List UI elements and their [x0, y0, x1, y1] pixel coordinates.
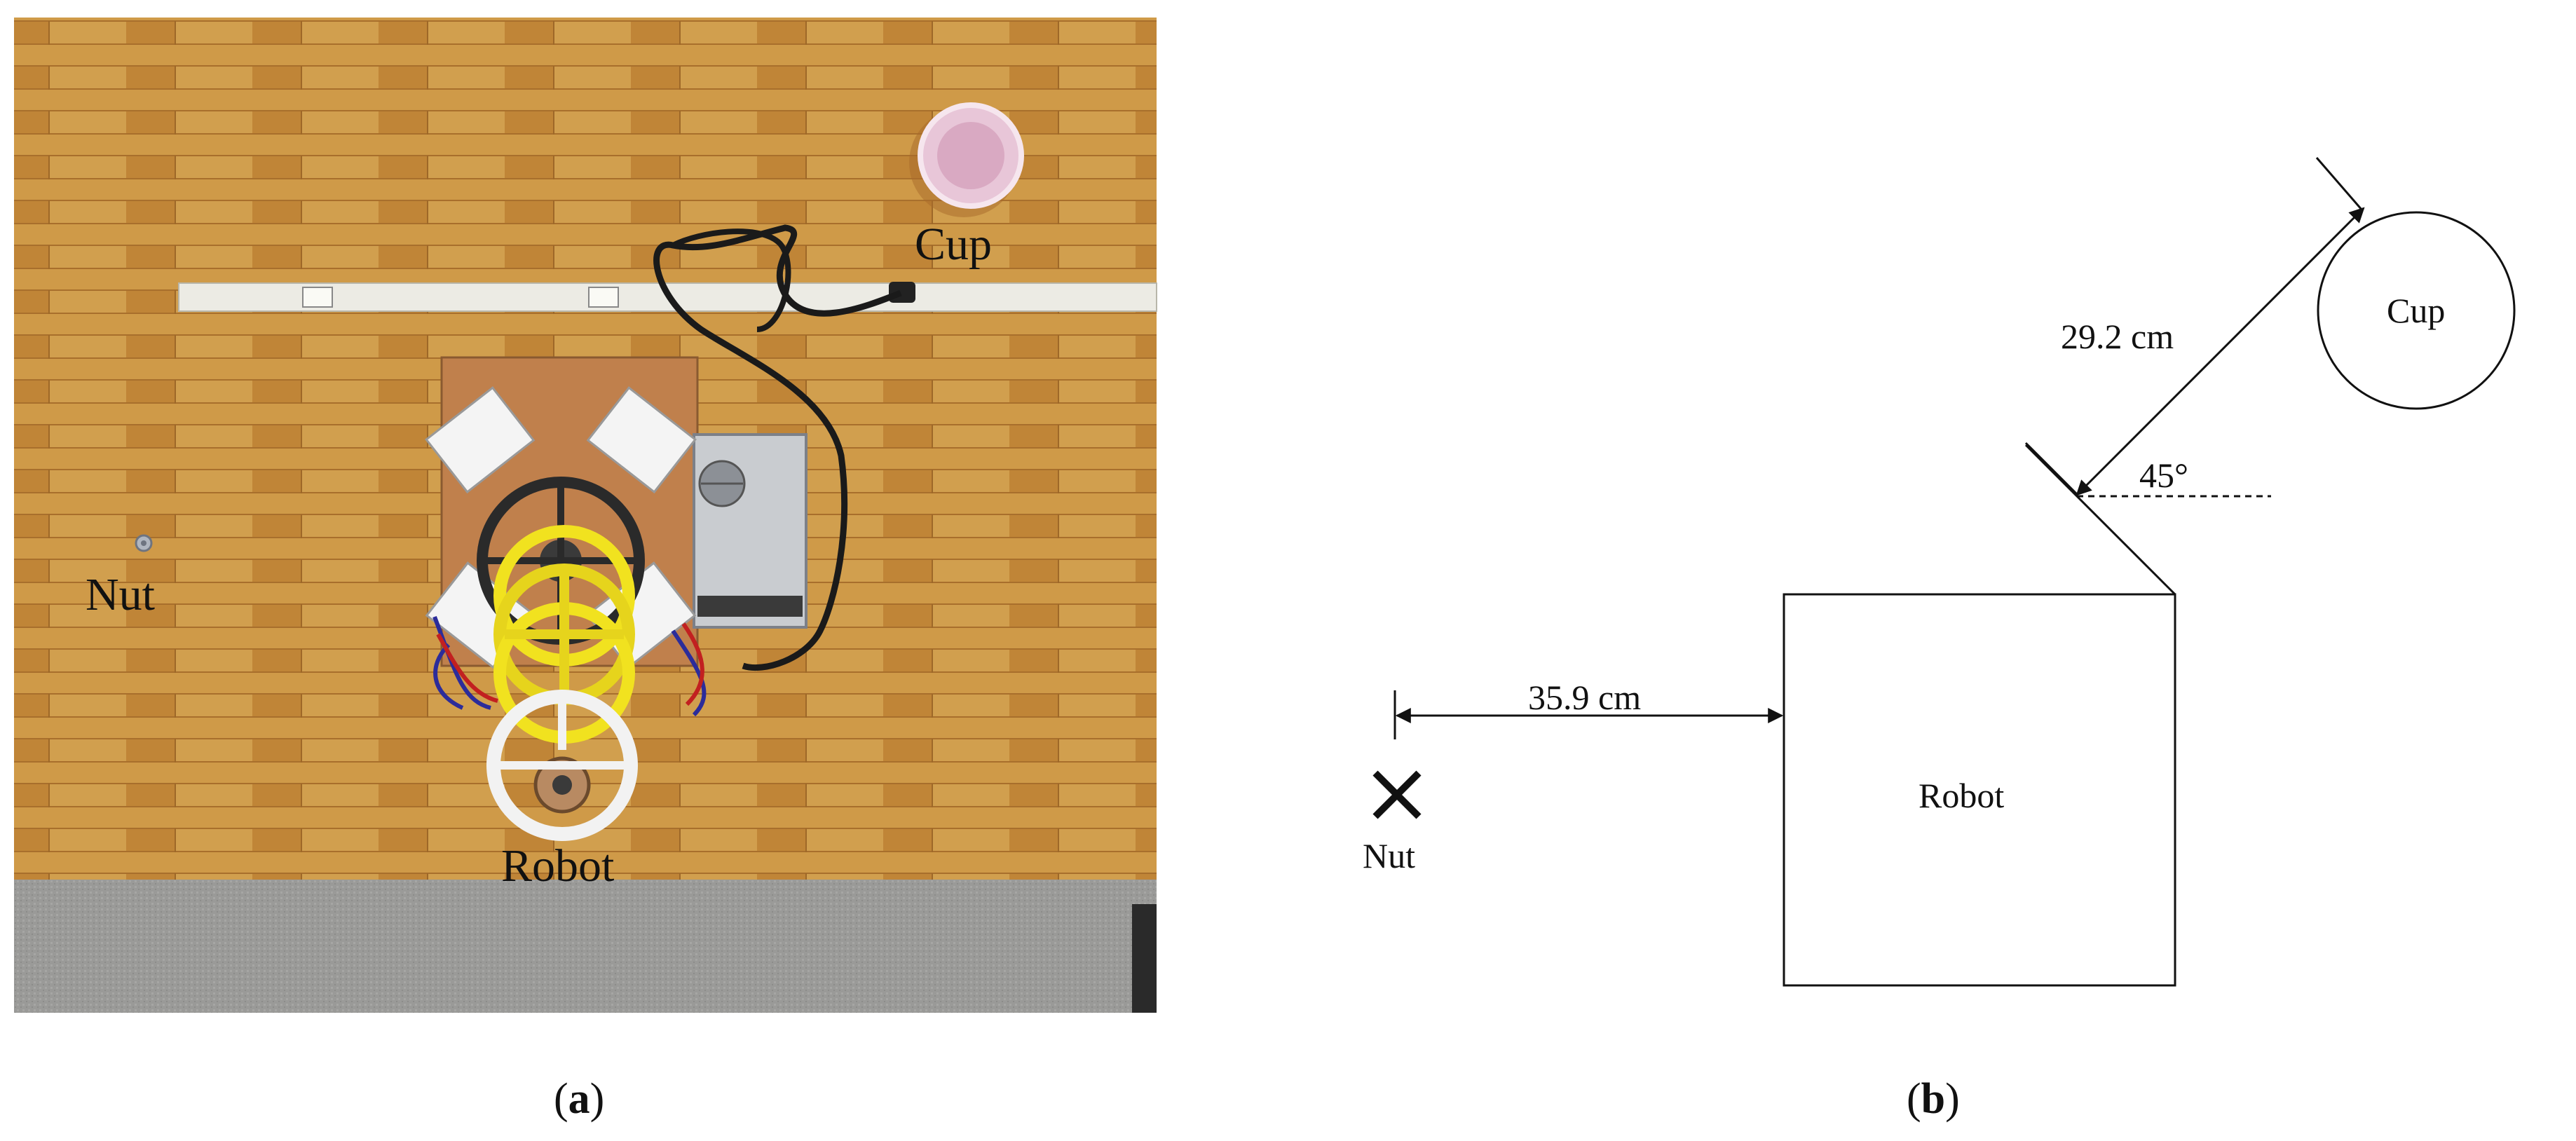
diagram-robot-box: [1783, 593, 2176, 987]
photo-robot-wires-red: [436, 622, 704, 706]
subfigure-a-close: ): [590, 1075, 605, 1123]
subfigure-label-a: (a): [554, 1075, 604, 1123]
photo-power-cable-loop: [672, 228, 791, 332]
diagram-label-nut-distance: 35.9 cm: [1528, 678, 1641, 717]
diagram-label-nut: Nut: [1363, 836, 1415, 875]
diagram-nut-marker: [1372, 770, 1422, 819]
diagram-corner-diagonal: [2024, 444, 2176, 596]
subfigure-b-letter: b: [1921, 1075, 1945, 1123]
photo-plug: [889, 282, 915, 303]
photo-floor: [14, 880, 1157, 1013]
photo-nut-hole: [141, 540, 146, 546]
photo-white-wheel-center: [552, 775, 572, 795]
subfigure-b-open: (: [1907, 1075, 1921, 1123]
photo-label-cup: Cup: [915, 219, 992, 270]
subfigure-label-b: (b): [1907, 1075, 1960, 1123]
photo-outlet-2: [588, 287, 619, 308]
photo-robot: [425, 356, 807, 841]
photo-table-leg: [1132, 904, 1157, 1013]
subfigure-b-close: ): [1945, 1075, 1960, 1123]
diagram-label-angle: 45°: [2139, 456, 2188, 495]
photo-outlet-1: [302, 287, 333, 308]
photo-panel: Cup Nut: [14, 18, 1157, 1013]
subfigure-a-open: (: [554, 1075, 568, 1123]
photo-servo-top-right: [586, 386, 697, 494]
photo-power-supply-terminal: [697, 596, 803, 617]
diagram-tick-far: [2315, 157, 2364, 211]
photo-power-cable: [653, 224, 902, 671]
subfigure-a-letter: a: [568, 1075, 590, 1123]
photo-label-robot: Robot: [501, 840, 614, 891]
diagram-panel: Robot Cup 29.2 cm 45° 35.9 cm Nut: [1363, 157, 2516, 987]
photo-servo-top-left: [425, 386, 536, 494]
diagram-label-cup: Cup: [2387, 291, 2445, 330]
diagram-label-robot: Robot: [1919, 776, 2004, 815]
photo-label-nut: Nut: [86, 569, 155, 620]
diagram-cup-distance-arrow: [2076, 207, 2365, 496]
photo-white-wheel: [486, 690, 638, 841]
diagram-tick-near: [2024, 442, 2078, 496]
diagram-label-cup-distance: 29.2 cm: [2061, 317, 2174, 356]
photo-cup-inner: [937, 122, 1004, 189]
